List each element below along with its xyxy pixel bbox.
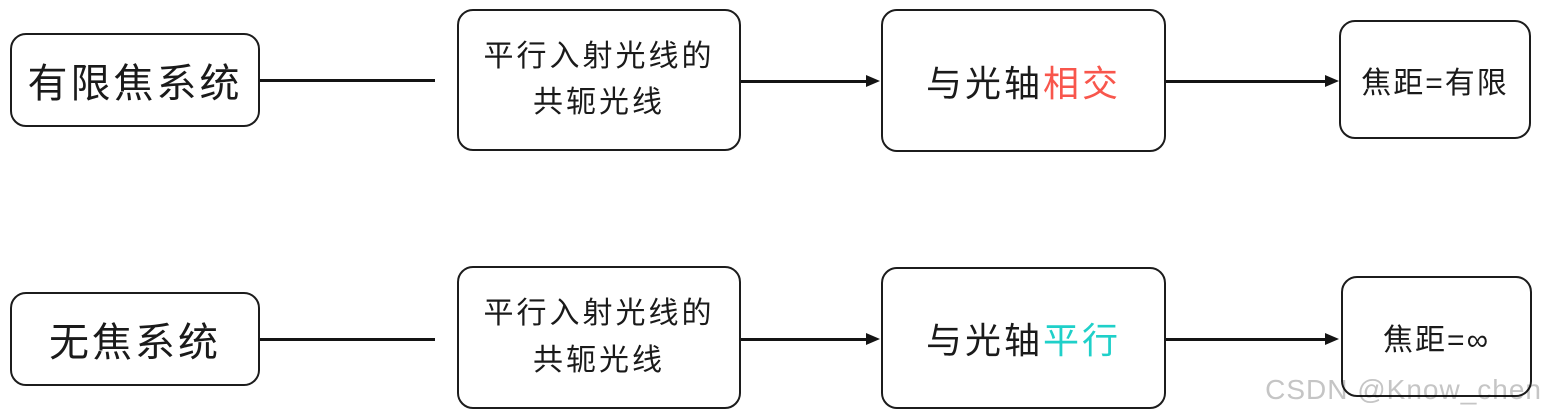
arrow-head-icon (1325, 333, 1339, 345)
node-label: 焦距=∞ (1383, 323, 1490, 357)
node-label-line2: 共轭光线 (533, 86, 665, 119)
node-label: 与光轴平行 (926, 312, 1121, 364)
connector-line (260, 79, 435, 82)
node-label-line1: 平行入射光线的 (483, 39, 715, 73)
node-focal-length-infinite: 焦距=∞ (1341, 276, 1532, 397)
axis-highlight: 相交 (1043, 62, 1122, 104)
node-label-line1: 平行入射光线的 (483, 297, 715, 330)
arrow-head-icon (1325, 75, 1339, 87)
connector-line (741, 80, 866, 83)
axis-prefix: 与光轴 (925, 62, 1043, 104)
arrow-head-icon (866, 333, 880, 345)
arrow-head-icon (866, 75, 880, 87)
node-finite-focal-system: 有限焦系统 (10, 33, 260, 127)
connector-line (1166, 80, 1325, 83)
axis-highlight: 平行 (1043, 320, 1122, 361)
connector-line (260, 338, 435, 341)
node-axis-intersect: 与光轴相交 (881, 9, 1166, 152)
node-conjugate-rays-row2: 平行入射光线的 共轭光线 (457, 266, 741, 409)
axis-prefix: 与光轴 (925, 320, 1043, 361)
node-focal-length-finite: 焦距=有限 (1339, 20, 1531, 139)
node-label-line2: 共轭光线 (533, 343, 665, 377)
watermark: CSDN @Know_chen (1265, 374, 1542, 405)
node-afocal-system: 无焦系统 (10, 292, 260, 386)
node-label: 无焦系统 (49, 321, 221, 365)
node-conjugate-rays-row1: 平行入射光线的 共轭光线 (457, 9, 741, 151)
node-axis-parallel: 与光轴平行 (881, 267, 1166, 409)
connector-line (741, 338, 866, 341)
node-label: 有限焦系统 (27, 62, 243, 106)
node-label: 焦距=有限 (1361, 66, 1509, 100)
node-label: 与光轴相交 (926, 55, 1121, 107)
connector-line (1166, 338, 1325, 341)
